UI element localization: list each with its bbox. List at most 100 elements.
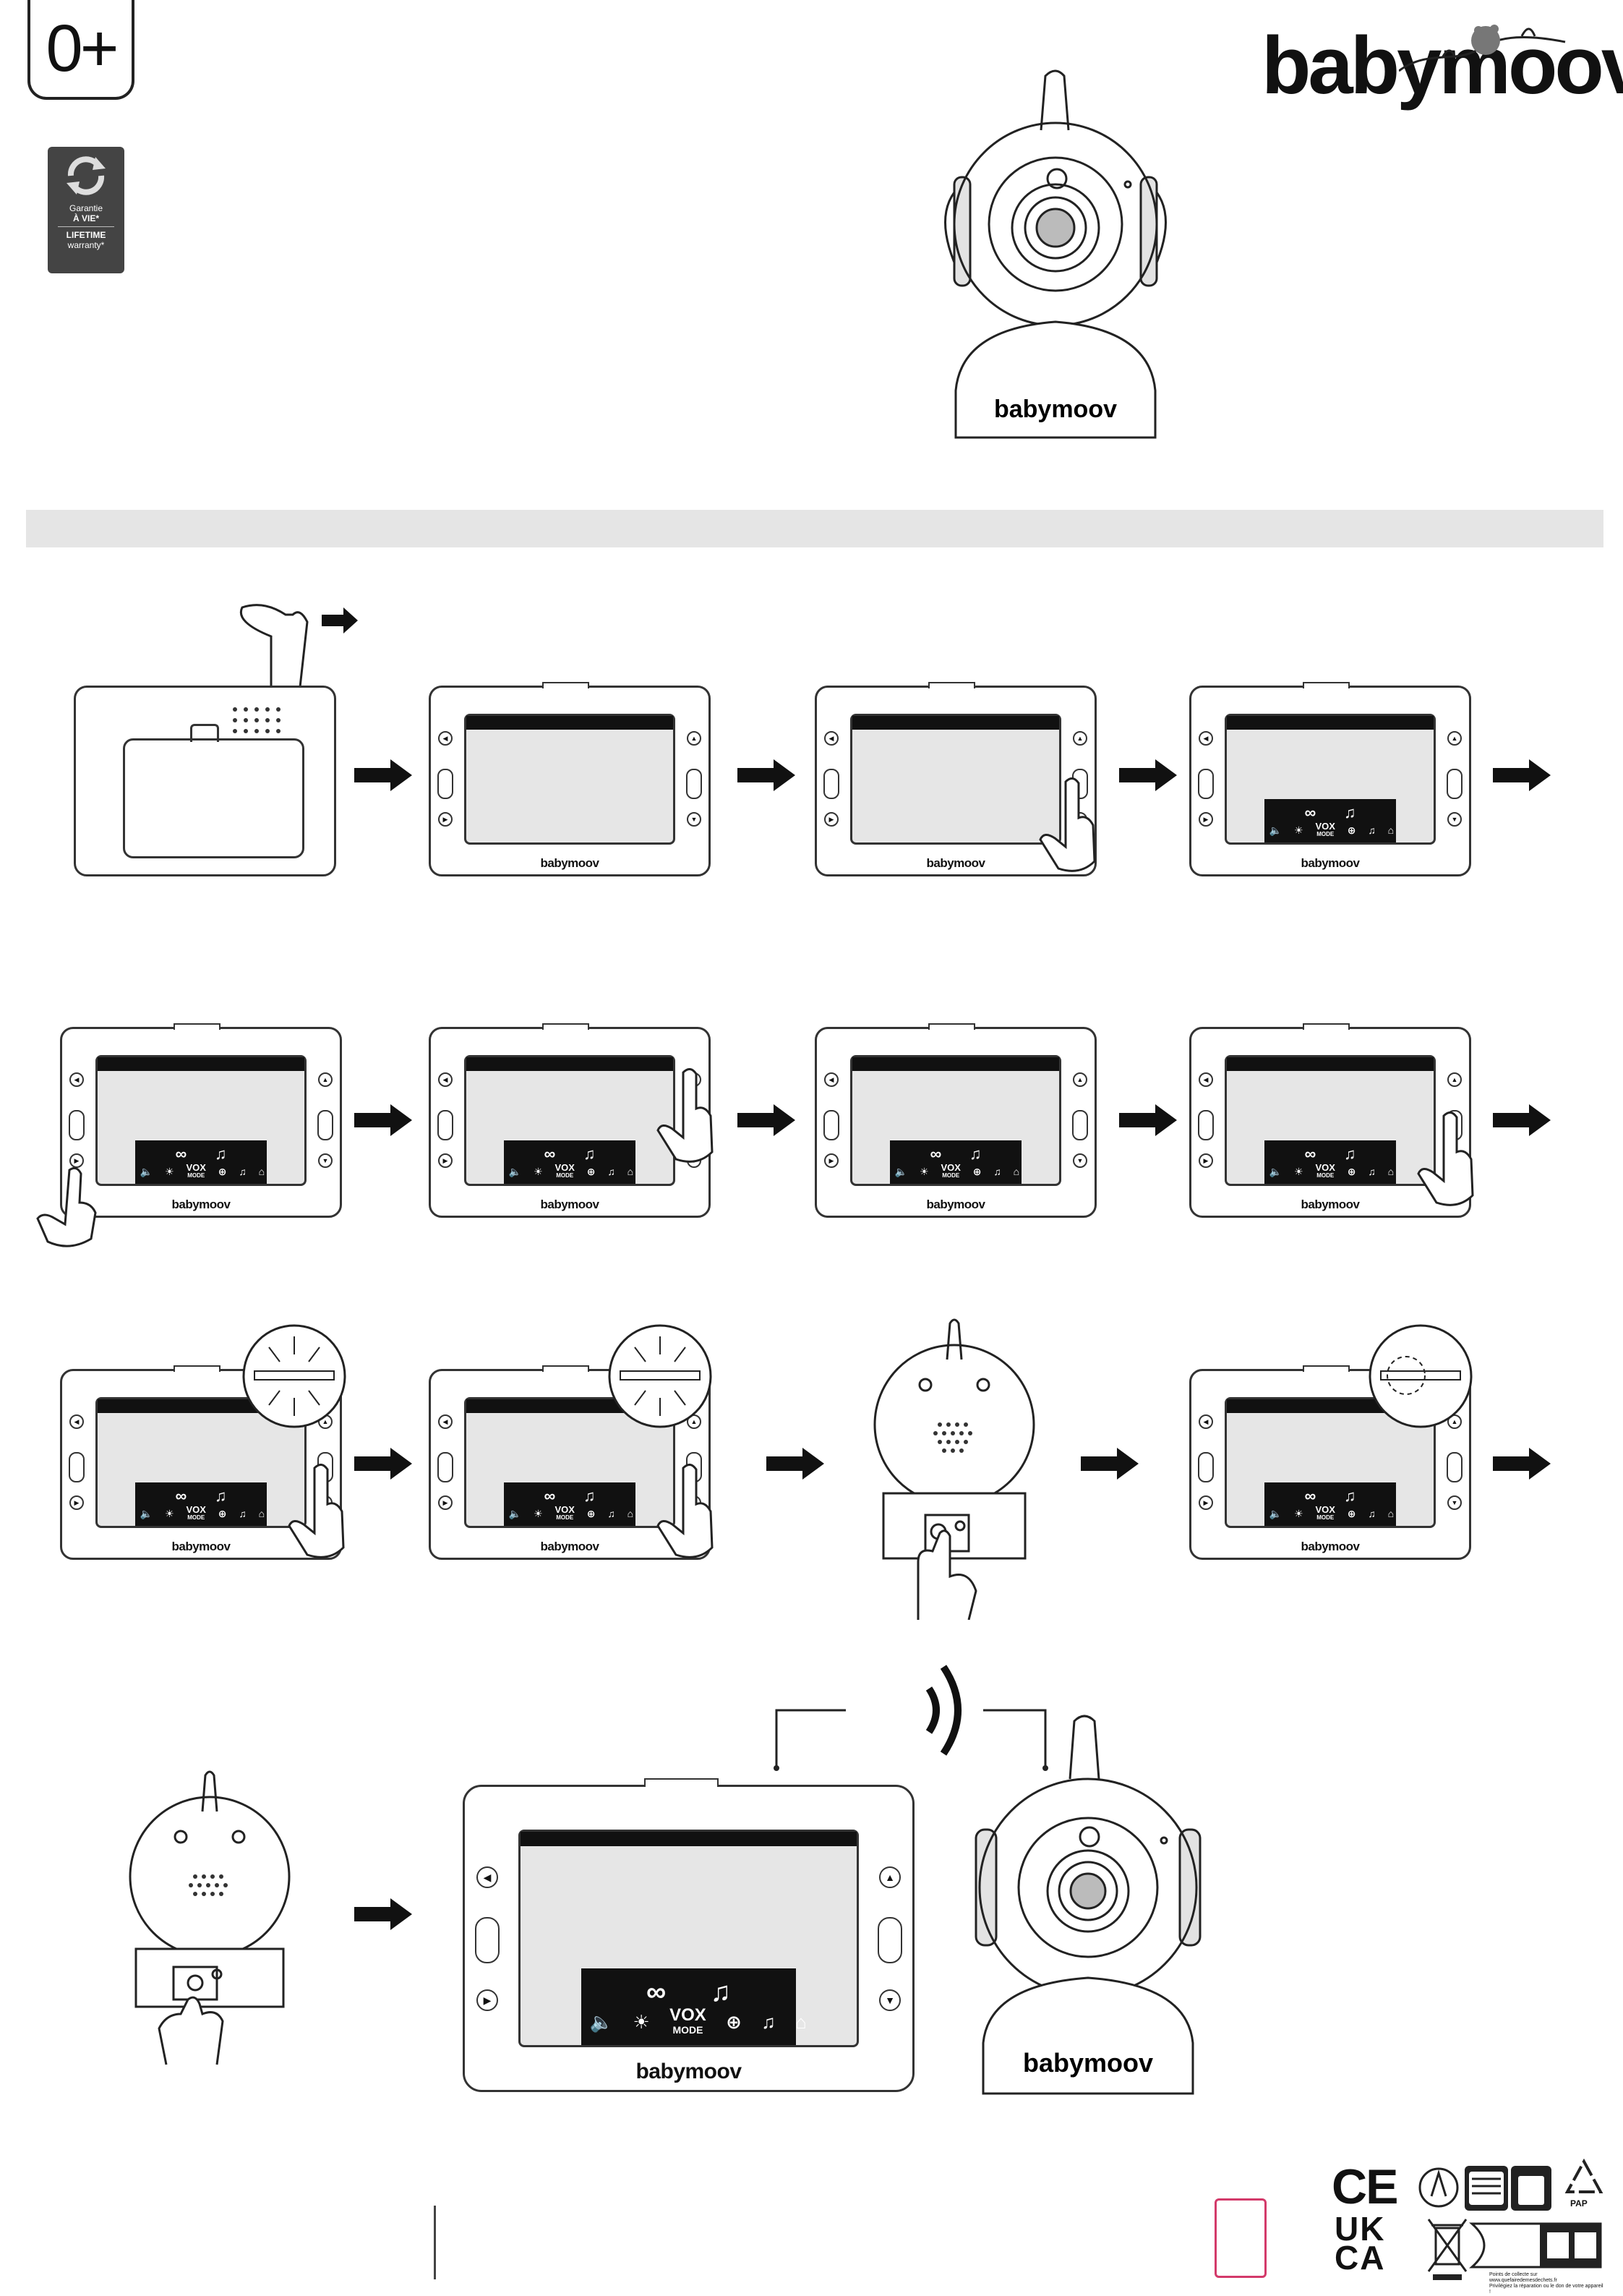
camera-icon: ⌂ bbox=[1013, 1166, 1020, 1178]
led-zoom-callout bbox=[242, 1324, 346, 1428]
speaker-icon: 🔈 bbox=[894, 1165, 908, 1177]
brightness-icon: ☀ bbox=[633, 2011, 650, 2033]
arrow-right-icon bbox=[354, 1104, 412, 1136]
arrow-right-icon bbox=[737, 1104, 795, 1136]
music-icon: ♫ bbox=[239, 1166, 247, 1178]
hero-camera-brand: babymoov bbox=[994, 396, 1117, 423]
music-icon: ♫ bbox=[239, 1508, 247, 1520]
music-note-icon: ♫ bbox=[1343, 1145, 1356, 1164]
infinity-icon: ∞ bbox=[1304, 1145, 1316, 1164]
music-note-icon: ♫ bbox=[1343, 1487, 1356, 1506]
monitor-brand: babymoov bbox=[171, 1197, 231, 1211]
music-icon: ♫ bbox=[993, 1166, 1001, 1178]
warranty-badge: Garantie À VIE* LIFETIME warranty* bbox=[48, 147, 124, 273]
zoom-icon: ⊕ bbox=[972, 1165, 982, 1177]
section-header-bar bbox=[26, 510, 1603, 547]
warranty-line-3: LIFETIME bbox=[66, 230, 106, 240]
zoom-icon: ⊕ bbox=[218, 1507, 227, 1519]
speaker-icon: 🔈 bbox=[508, 1165, 522, 1177]
zoom-icon: ⊕ bbox=[218, 1165, 227, 1177]
arrow-right-icon bbox=[737, 759, 795, 791]
monitor-brand: babymoov bbox=[1301, 1539, 1360, 1553]
monitor-back-view bbox=[74, 686, 336, 876]
arrow-right-icon bbox=[1081, 1448, 1139, 1480]
zoom-icon: ⊕ bbox=[726, 2011, 742, 2033]
brightness-icon: ☀ bbox=[1294, 1165, 1303, 1177]
monitor-brand: babymoov bbox=[540, 1197, 599, 1211]
camera-icon: ⌂ bbox=[627, 1166, 634, 1178]
camera-icon: ⌂ bbox=[258, 1508, 265, 1520]
hand-pointer-icon bbox=[656, 1464, 714, 1558]
monitor-step-1: ◀ ▶ ▲ ▼ babymoov bbox=[429, 682, 711, 876]
arrow-right-icon bbox=[1493, 1104, 1551, 1136]
left-button: ◀ bbox=[438, 731, 453, 746]
infinity-icon: ∞ bbox=[1304, 803, 1316, 822]
ce-mark: CE bbox=[1332, 2159, 1398, 2214]
music-icon: ♫ bbox=[607, 1508, 615, 1520]
monitor-step-2: ◀ ▶ ▲ ▼ babymoov bbox=[815, 682, 1097, 876]
zoom-icon: ⊕ bbox=[1347, 1165, 1356, 1177]
hand-pointer-icon bbox=[288, 1464, 345, 1558]
recycle-icon bbox=[1564, 2159, 1603, 2193]
monitor-brand: babymoov bbox=[1301, 1197, 1360, 1211]
camera-icon: ⌂ bbox=[258, 1166, 265, 1178]
music-icon: ♫ bbox=[1368, 1166, 1376, 1178]
warranty-line-2: À VIE* bbox=[72, 213, 99, 223]
camera-back-pairing bbox=[873, 1318, 1035, 1620]
speaker-icon: 🔈 bbox=[140, 1165, 153, 1177]
home-button bbox=[686, 769, 702, 799]
recycle-note-line-2: Privilégiez la réparation ou le don de v… bbox=[1489, 2284, 1603, 2295]
speaker-icon: 🔈 bbox=[589, 2011, 614, 2033]
hand-pointer-icon bbox=[917, 1529, 977, 1620]
warranty-line-1: Garantie bbox=[69, 203, 103, 213]
monitor-brand: babymoov bbox=[540, 855, 599, 870]
recycle-note-line-1: Points de collecte sur www.quefairedemes… bbox=[1489, 2272, 1557, 2283]
talk-button bbox=[437, 769, 453, 799]
led-zoom-callout bbox=[608, 1324, 712, 1428]
camera-icon: ⌂ bbox=[627, 1508, 634, 1520]
hero-camera-illustration: babymoov bbox=[944, 69, 1167, 439]
music-note-icon: ♫ bbox=[710, 1976, 731, 2007]
disposal-info-icon bbox=[1469, 2222, 1602, 2269]
footer-divider bbox=[434, 2206, 436, 2279]
play-button: ▶ bbox=[438, 812, 453, 827]
pink-frame bbox=[1215, 2198, 1267, 2278]
brightness-icon: ☀ bbox=[920, 1165, 929, 1177]
camera-front-paired: babymoov bbox=[975, 1715, 1202, 2095]
arrow-right-icon bbox=[354, 1448, 412, 1480]
arrow-right-icon bbox=[322, 607, 358, 633]
arrow-right-icon bbox=[1119, 1104, 1177, 1136]
monitor-brand: babymoov bbox=[926, 855, 985, 870]
monitor-stand bbox=[123, 738, 304, 858]
refresh-icon bbox=[67, 156, 106, 195]
infinity-icon: ∞ bbox=[544, 1487, 556, 1506]
led-zoom-callout bbox=[1369, 1324, 1473, 1428]
hand-pointer-icon bbox=[36, 1166, 97, 1247]
hand-pointer-icon bbox=[158, 1996, 224, 2065]
infinity-icon: ∞ bbox=[544, 1145, 556, 1164]
age-badge: 0+ bbox=[27, 0, 134, 100]
music-icon: ♫ bbox=[1368, 1508, 1376, 1520]
logo-garland-icon bbox=[1399, 25, 1566, 72]
pairing-connection bbox=[774, 1665, 1048, 1771]
infinity-icon: ∞ bbox=[1304, 1487, 1316, 1506]
brightness-icon: ☀ bbox=[534, 1507, 543, 1519]
triman-icon bbox=[1418, 2166, 1551, 2211]
status-bar bbox=[466, 716, 673, 730]
camera-icon: ⌂ bbox=[1387, 1508, 1395, 1520]
arrow-right-icon bbox=[1119, 759, 1177, 791]
pap-label: PAP bbox=[1570, 2198, 1588, 2208]
brightness-icon: ☀ bbox=[165, 1507, 174, 1519]
hand-pointer-icon bbox=[1417, 1111, 1474, 1206]
